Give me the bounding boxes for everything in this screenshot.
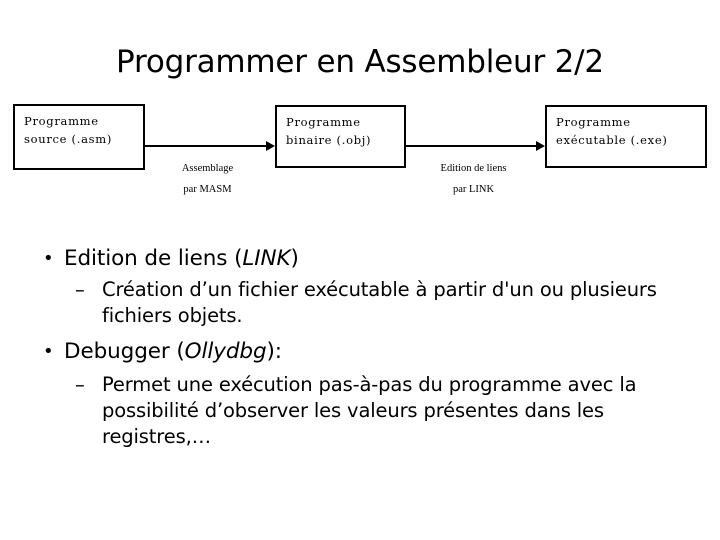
bullet-debugger-text-before: Debugger ( (64, 339, 185, 364)
diagram-box-executable: Programme exécutable (.exe) (545, 105, 707, 168)
arrow-label-link-line1: Edition de liens (440, 163, 507, 174)
diagram-box-source: Programme source (.asm) (13, 104, 145, 170)
compilation-flow-diagram: Programme source (.asm) Assemblage par M… (0, 0, 720, 215)
bullet-debugger-emphasis: Ollydbg (184, 339, 267, 364)
arrow-link-head-icon (536, 141, 545, 151)
dash-glyph-icon: – (75, 278, 85, 301)
arrow-assemblage-head-icon (266, 141, 275, 151)
diagram-box-binary: Programme binaire (.obj) (275, 105, 406, 168)
subbullet-link-text: Création d’un fichier exécutable à parti… (102, 278, 657, 327)
subbullet-debugger-text: Permet une exécution pas-à-pas du progra… (102, 373, 637, 448)
arrow-label-link: Edition de liens par LINK (406, 158, 541, 200)
arrow-label-link-line2: par LINK (452, 184, 495, 195)
bullet-glyph-icon: • (43, 248, 54, 269)
slide-body: •Edition de liens (LINK) –Création d’un … (0, 244, 720, 450)
subbullet-debugger: –Permet une exécution pas-à-pas du progr… (0, 372, 720, 450)
bullet-link-text-after: ) (290, 246, 299, 271)
arrow-label-assemblage: Assemblage par MASM (140, 158, 275, 200)
arrow-label-assemblage-line2: par MASM (183, 184, 232, 195)
bullet-edition-de-liens: • Edition de liens (LINK) (0, 244, 720, 273)
box-executable-line1: Programme (556, 115, 631, 129)
box-source-line1: Programme (24, 114, 99, 128)
box-source-line2: source (.asm) (24, 132, 113, 146)
box-executable-line2: exécutable (.exe) (556, 133, 668, 147)
bullet-glyph-icon: • (43, 341, 54, 362)
arrow-link-line (406, 145, 537, 147)
bullet-debugger: • Debugger (Ollydbg): (0, 337, 720, 366)
subbullet-edition-de-liens: –Création d’un fichier exécutable à part… (0, 277, 720, 329)
box-binary-line2: binaire (.obj) (286, 133, 372, 147)
dash-glyph-icon: – (75, 373, 85, 396)
bullet-link-emphasis: LINK (242, 246, 291, 271)
bullet-debugger-text-after: ): (266, 339, 283, 364)
arrow-assemblage-line (145, 145, 267, 147)
box-binary-line1: Programme (286, 115, 361, 129)
page-title: Programmer en Assembleur 2/2 (116, 44, 604, 80)
arrow-label-assemblage-line1: Assemblage (181, 163, 234, 174)
bullet-link-text-before: Edition de liens ( (64, 246, 243, 271)
